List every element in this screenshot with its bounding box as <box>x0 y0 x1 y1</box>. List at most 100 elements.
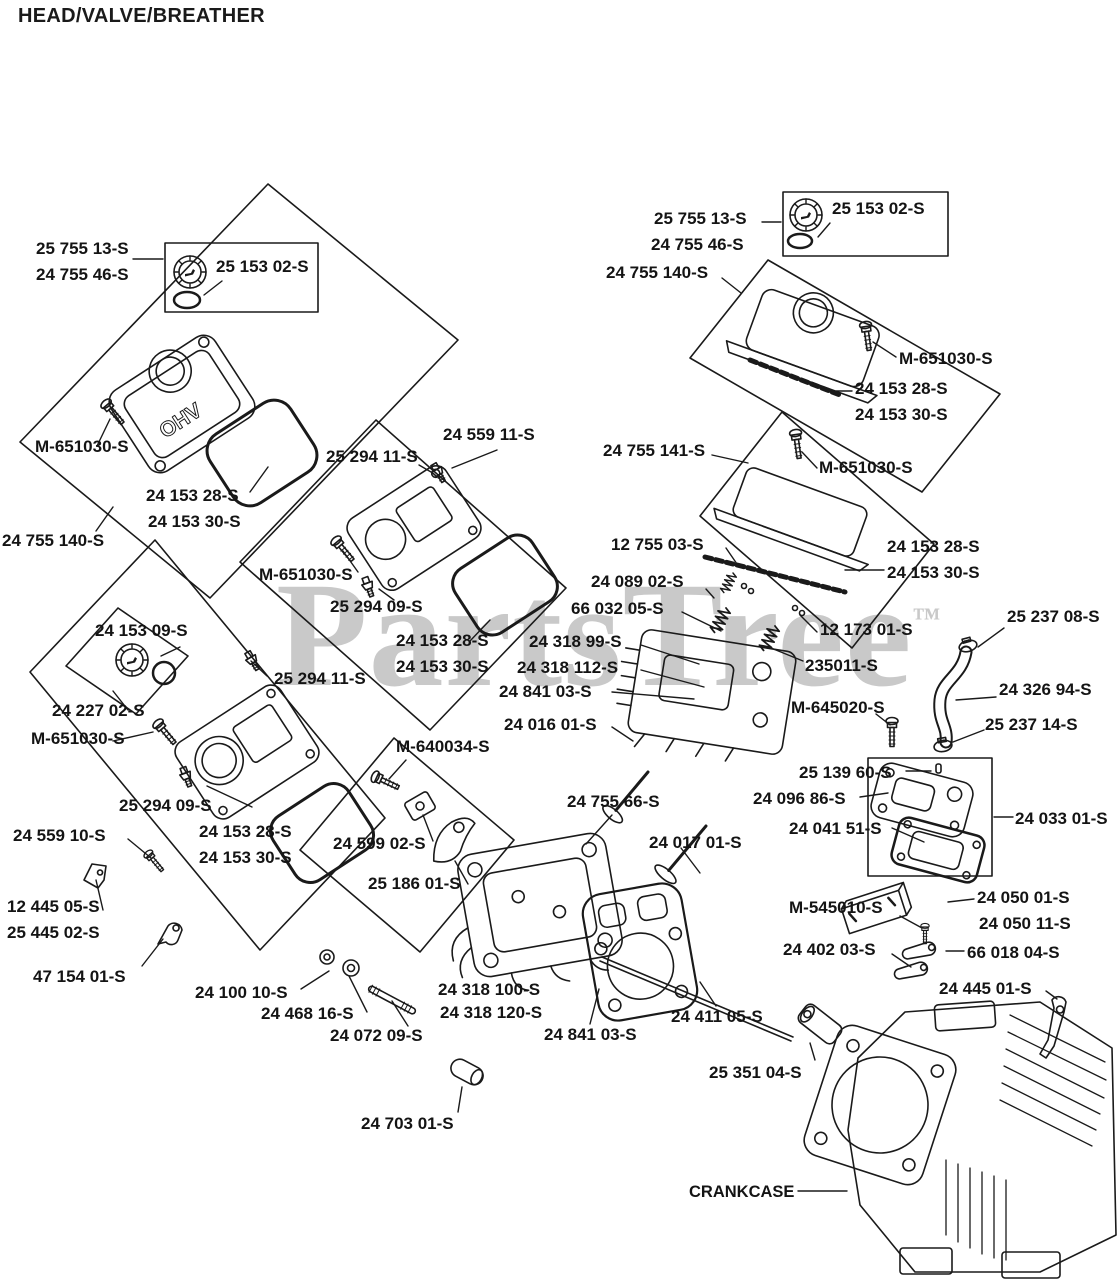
part-label: 24 755 140-S <box>2 531 105 550</box>
exhaust-valve-drawing <box>654 824 708 885</box>
part-label: M-651030-S <box>35 437 129 456</box>
part-label: 24 326 94-S <box>999 680 1092 699</box>
part-label: 24 100 10-S <box>195 983 288 1002</box>
valve-cover-b-drawing <box>346 464 482 592</box>
rocker-pivot-drawing <box>404 791 436 821</box>
part-label: 24 227 02-S <box>52 701 145 720</box>
part-label: 25 139 60-S <box>799 763 892 782</box>
part-label: 24 402 03-S <box>783 940 876 959</box>
crankcase-drawing <box>803 1000 1117 1279</box>
part-label: 24 153 28-S <box>146 486 239 505</box>
part-label: 24 703 01-S <box>361 1114 454 1133</box>
part-label: M-645020-S <box>791 698 885 717</box>
part-label: 24 468 16-S <box>261 1004 354 1023</box>
part-label: 24 096 86-S <box>753 789 846 808</box>
part-label: 12 173 01-S <box>820 620 913 639</box>
part-label: 24 017 01-S <box>649 833 742 852</box>
clamp-47154-drawing <box>157 922 183 946</box>
part-label: 24 041 51-S <box>789 819 882 838</box>
part-label: 24 016 01-S <box>504 715 597 734</box>
breather-cover-140-drawing <box>725 288 880 404</box>
part-label: 24 318 99-S <box>529 632 622 651</box>
part-label: 235011-S <box>805 656 878 675</box>
part-label: 24 153 30-S <box>887 563 980 582</box>
part-label: 25 351 04-S <box>709 1063 802 1082</box>
part-label: 25 755 13-S <box>654 209 747 228</box>
part-label: 24 318 120-S <box>440 1003 543 1022</box>
watermark-tm: ™ <box>912 603 941 634</box>
part-label: 66 018 04-S <box>967 943 1060 962</box>
part-label: 24 153 28-S <box>855 379 948 398</box>
valve-cover-b-gasket-drawing <box>451 533 559 637</box>
part-label: 25 445 02-S <box>7 923 100 942</box>
part-label: 12 445 05-S <box>7 897 100 916</box>
valve-keeper-icon <box>798 609 806 617</box>
valve-keeper-icon <box>791 604 799 612</box>
part-label: 12 755 03-S <box>611 535 704 554</box>
crankcase-label: CRANKCASE <box>689 1183 795 1201</box>
stud-drawing <box>367 984 417 1015</box>
part-label: 24 755 46-S <box>36 265 129 284</box>
rocker-arm-drawing <box>432 817 476 863</box>
reed-retainer-drawing <box>901 941 937 960</box>
valve-keeper-icon <box>747 587 755 595</box>
strip-gasket-1 <box>747 357 843 398</box>
strip-gasket-2 <box>702 554 848 595</box>
push-rod-drawing <box>599 956 794 1042</box>
part-label: 24 841 03-S <box>499 682 592 701</box>
breather-gasket-drawing <box>890 816 986 884</box>
breather-detail-box <box>867 757 993 877</box>
page-title: HEAD/VALVE/BREATHER <box>18 5 265 27</box>
head-gasket-drawing <box>581 882 699 1022</box>
part-label: 24 755 141-S <box>603 441 706 460</box>
valve-cover-gasket-drawing <box>205 398 319 508</box>
valve-keeper-icon <box>740 582 748 590</box>
part-label: 24 559 10-S <box>13 826 106 845</box>
part-label: 25 186 01-S <box>368 874 461 893</box>
part-label: 24 153 30-S <box>855 405 948 424</box>
part-label: 25 294 11-S <box>326 447 418 466</box>
part-label: 24 153 28-S <box>199 822 292 841</box>
part-label: 24 153 28-S <box>396 631 489 650</box>
part-label: 25 153 02-S <box>832 199 925 218</box>
part-label: 47 154 01-S <box>33 967 126 986</box>
part-label: M-640034-S <box>396 737 490 756</box>
part-label: 24 411 05-S <box>671 1007 763 1026</box>
breather-cover-141-drawing <box>713 467 869 572</box>
cylinder-head-drawing <box>616 629 797 762</box>
breather-hose-inner <box>935 647 971 747</box>
part-label: 24 318 112-S <box>517 658 619 677</box>
part-label: 24 153 30-S <box>199 848 292 867</box>
part-label: M-651030-S <box>819 458 913 477</box>
part-label: 24 050 11-S <box>979 914 1071 933</box>
part-label: 24 755 66-S <box>567 792 660 811</box>
part-label: 24 599 02-S <box>333 834 426 853</box>
part-label: M-651030-S <box>899 349 993 368</box>
oil-cap-icon <box>115 198 823 686</box>
part-label: 24 072 09-S <box>330 1026 423 1045</box>
breather-valve-drawing <box>840 881 913 935</box>
washer-drawing <box>342 959 360 977</box>
bracket-12445-drawing <box>83 863 107 889</box>
part-label: 25 237 14-S <box>985 715 1078 734</box>
part-label: 24 089 02-S <box>591 572 684 591</box>
part-label: 25 153 02-S <box>216 257 309 276</box>
cap-detail-box-right <box>782 191 949 257</box>
valve-cover-c-gasket-drawing <box>268 782 376 884</box>
part-label: 24 318 100-S <box>438 980 541 999</box>
part-label: 66 032 05-S <box>571 599 664 618</box>
part-label: 24 153 30-S <box>396 657 489 676</box>
vent-pin-drawing <box>935 763 942 774</box>
part-label: 25 237 08-S <box>1007 607 1100 626</box>
part-label: 25 294 09-S <box>330 597 423 616</box>
part-label: 24 755 140-S <box>606 263 709 282</box>
part-label: 24 050 01-S <box>977 888 1070 907</box>
group-outline-boxes <box>19 183 1001 953</box>
nut-drawing <box>319 949 335 965</box>
breather-reed-drawing <box>893 961 929 980</box>
part-label: 24 153 28-S <box>887 537 980 556</box>
part-label: 25 294 11-S <box>274 669 366 688</box>
part-label: 24 559 11-S <box>443 425 535 444</box>
